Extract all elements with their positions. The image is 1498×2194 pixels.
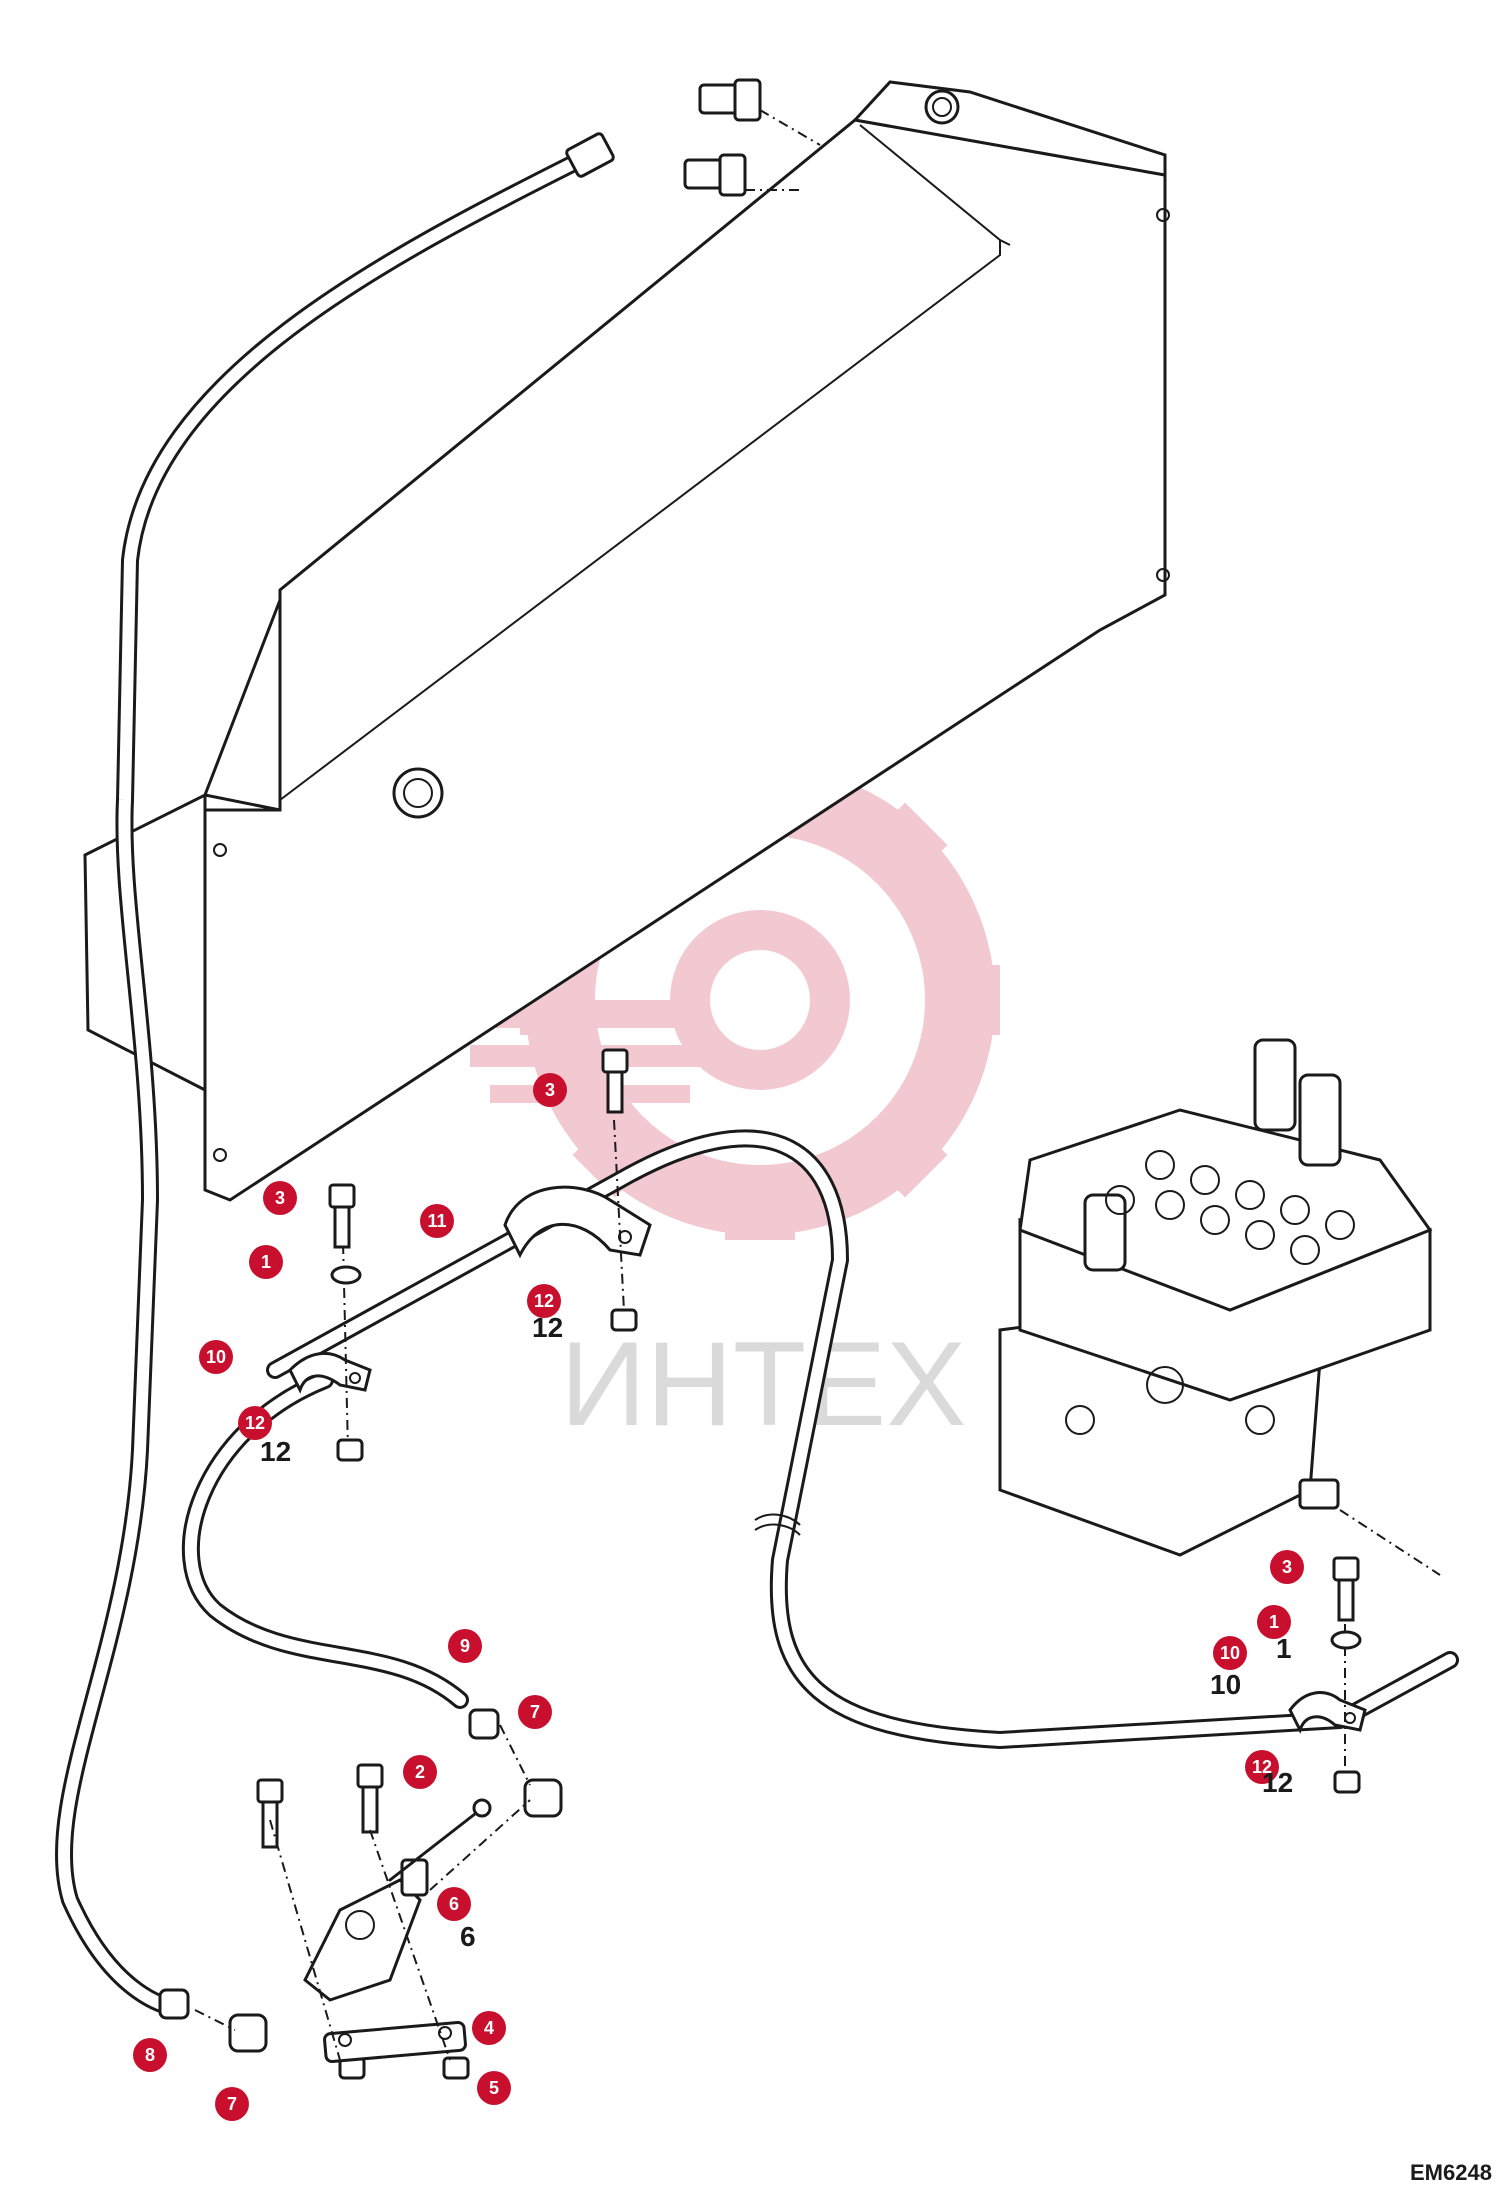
callout-bubble: 11 xyxy=(420,1204,454,1238)
callout-bubble: 7 xyxy=(215,2087,249,2121)
svg-text:1: 1 xyxy=(261,1252,271,1272)
callout-bubble: 7 xyxy=(518,1695,552,1729)
control-valve xyxy=(998,1038,1441,1576)
svg-text:9: 9 xyxy=(460,1636,470,1656)
svg-text:3: 3 xyxy=(545,1080,555,1100)
callout-bubble: 12 xyxy=(1245,1750,1279,1784)
hydraulic-tank xyxy=(83,80,1170,1202)
callout-bubble: 5 xyxy=(477,2071,511,2105)
callout-bubble: 3 xyxy=(533,1073,567,1107)
svg-text:3: 3 xyxy=(275,1188,285,1208)
callout-bubble: 1 xyxy=(1257,1605,1291,1639)
callout-bubble: 3 xyxy=(263,1181,297,1215)
callout-bubble: 12 xyxy=(527,1284,561,1318)
svg-text:6: 6 xyxy=(449,1894,459,1914)
svg-text:10: 10 xyxy=(1220,1643,1240,1663)
part-number-label: 6 xyxy=(460,1921,476,1952)
svg-text:12: 12 xyxy=(534,1291,554,1311)
ball-valve-assembly xyxy=(158,1708,563,2064)
svg-text:7: 7 xyxy=(530,1702,540,1722)
callout-bubble: 10 xyxy=(1213,1636,1247,1670)
callout-bubble: 1 xyxy=(249,1245,283,1279)
svg-text:11: 11 xyxy=(427,1211,446,1231)
svg-text:12: 12 xyxy=(245,1413,265,1433)
hydraulic-hoses xyxy=(54,146,1459,2017)
callout-bubble: 12 xyxy=(238,1406,272,1440)
callout-bubble: 10 xyxy=(199,1340,233,1374)
callout-bubble: 9 xyxy=(448,1629,482,1663)
svg-text:1: 1 xyxy=(1269,1612,1279,1632)
part-number-label: 12 xyxy=(532,1312,563,1343)
svg-text:5: 5 xyxy=(489,2078,499,2098)
part-number-label: 1 xyxy=(1276,1633,1292,1664)
svg-text:3: 3 xyxy=(1282,1557,1292,1577)
callout-bubble: 4 xyxy=(472,2011,506,2045)
inline-part-numbers: 12 12 10 1 6 12 xyxy=(260,1312,1293,1952)
part-number-label: 10 xyxy=(1210,1669,1241,1700)
svg-text:12: 12 xyxy=(1252,1757,1272,1777)
svg-text:7: 7 xyxy=(227,2094,237,2114)
callout-bubble: 2 xyxy=(403,1755,437,1789)
part-number-label: 12 xyxy=(1262,1767,1293,1798)
callout-bubble: 6 xyxy=(437,1887,471,1921)
drawing-code: EM6248 xyxy=(1410,2160,1492,2185)
svg-text:8: 8 xyxy=(145,2045,155,2065)
watermark-text: ИНТЕХ xyxy=(560,1317,966,1451)
svg-text:4: 4 xyxy=(484,2018,494,2038)
top-fittings xyxy=(565,78,821,197)
clamps-fasteners xyxy=(256,1048,1367,2080)
part-number-label: 12 xyxy=(260,1436,291,1467)
callout-bubble: 3 xyxy=(1270,1550,1304,1584)
callout-bubble: 8 xyxy=(133,2038,167,2072)
svg-text:2: 2 xyxy=(415,1762,425,1782)
svg-text:10: 10 xyxy=(206,1347,226,1367)
callout-bubbles: 3 3 11 1 12 10 12 9 7 2 6 8 7 4 5 3 1 10… xyxy=(133,1073,1304,2121)
